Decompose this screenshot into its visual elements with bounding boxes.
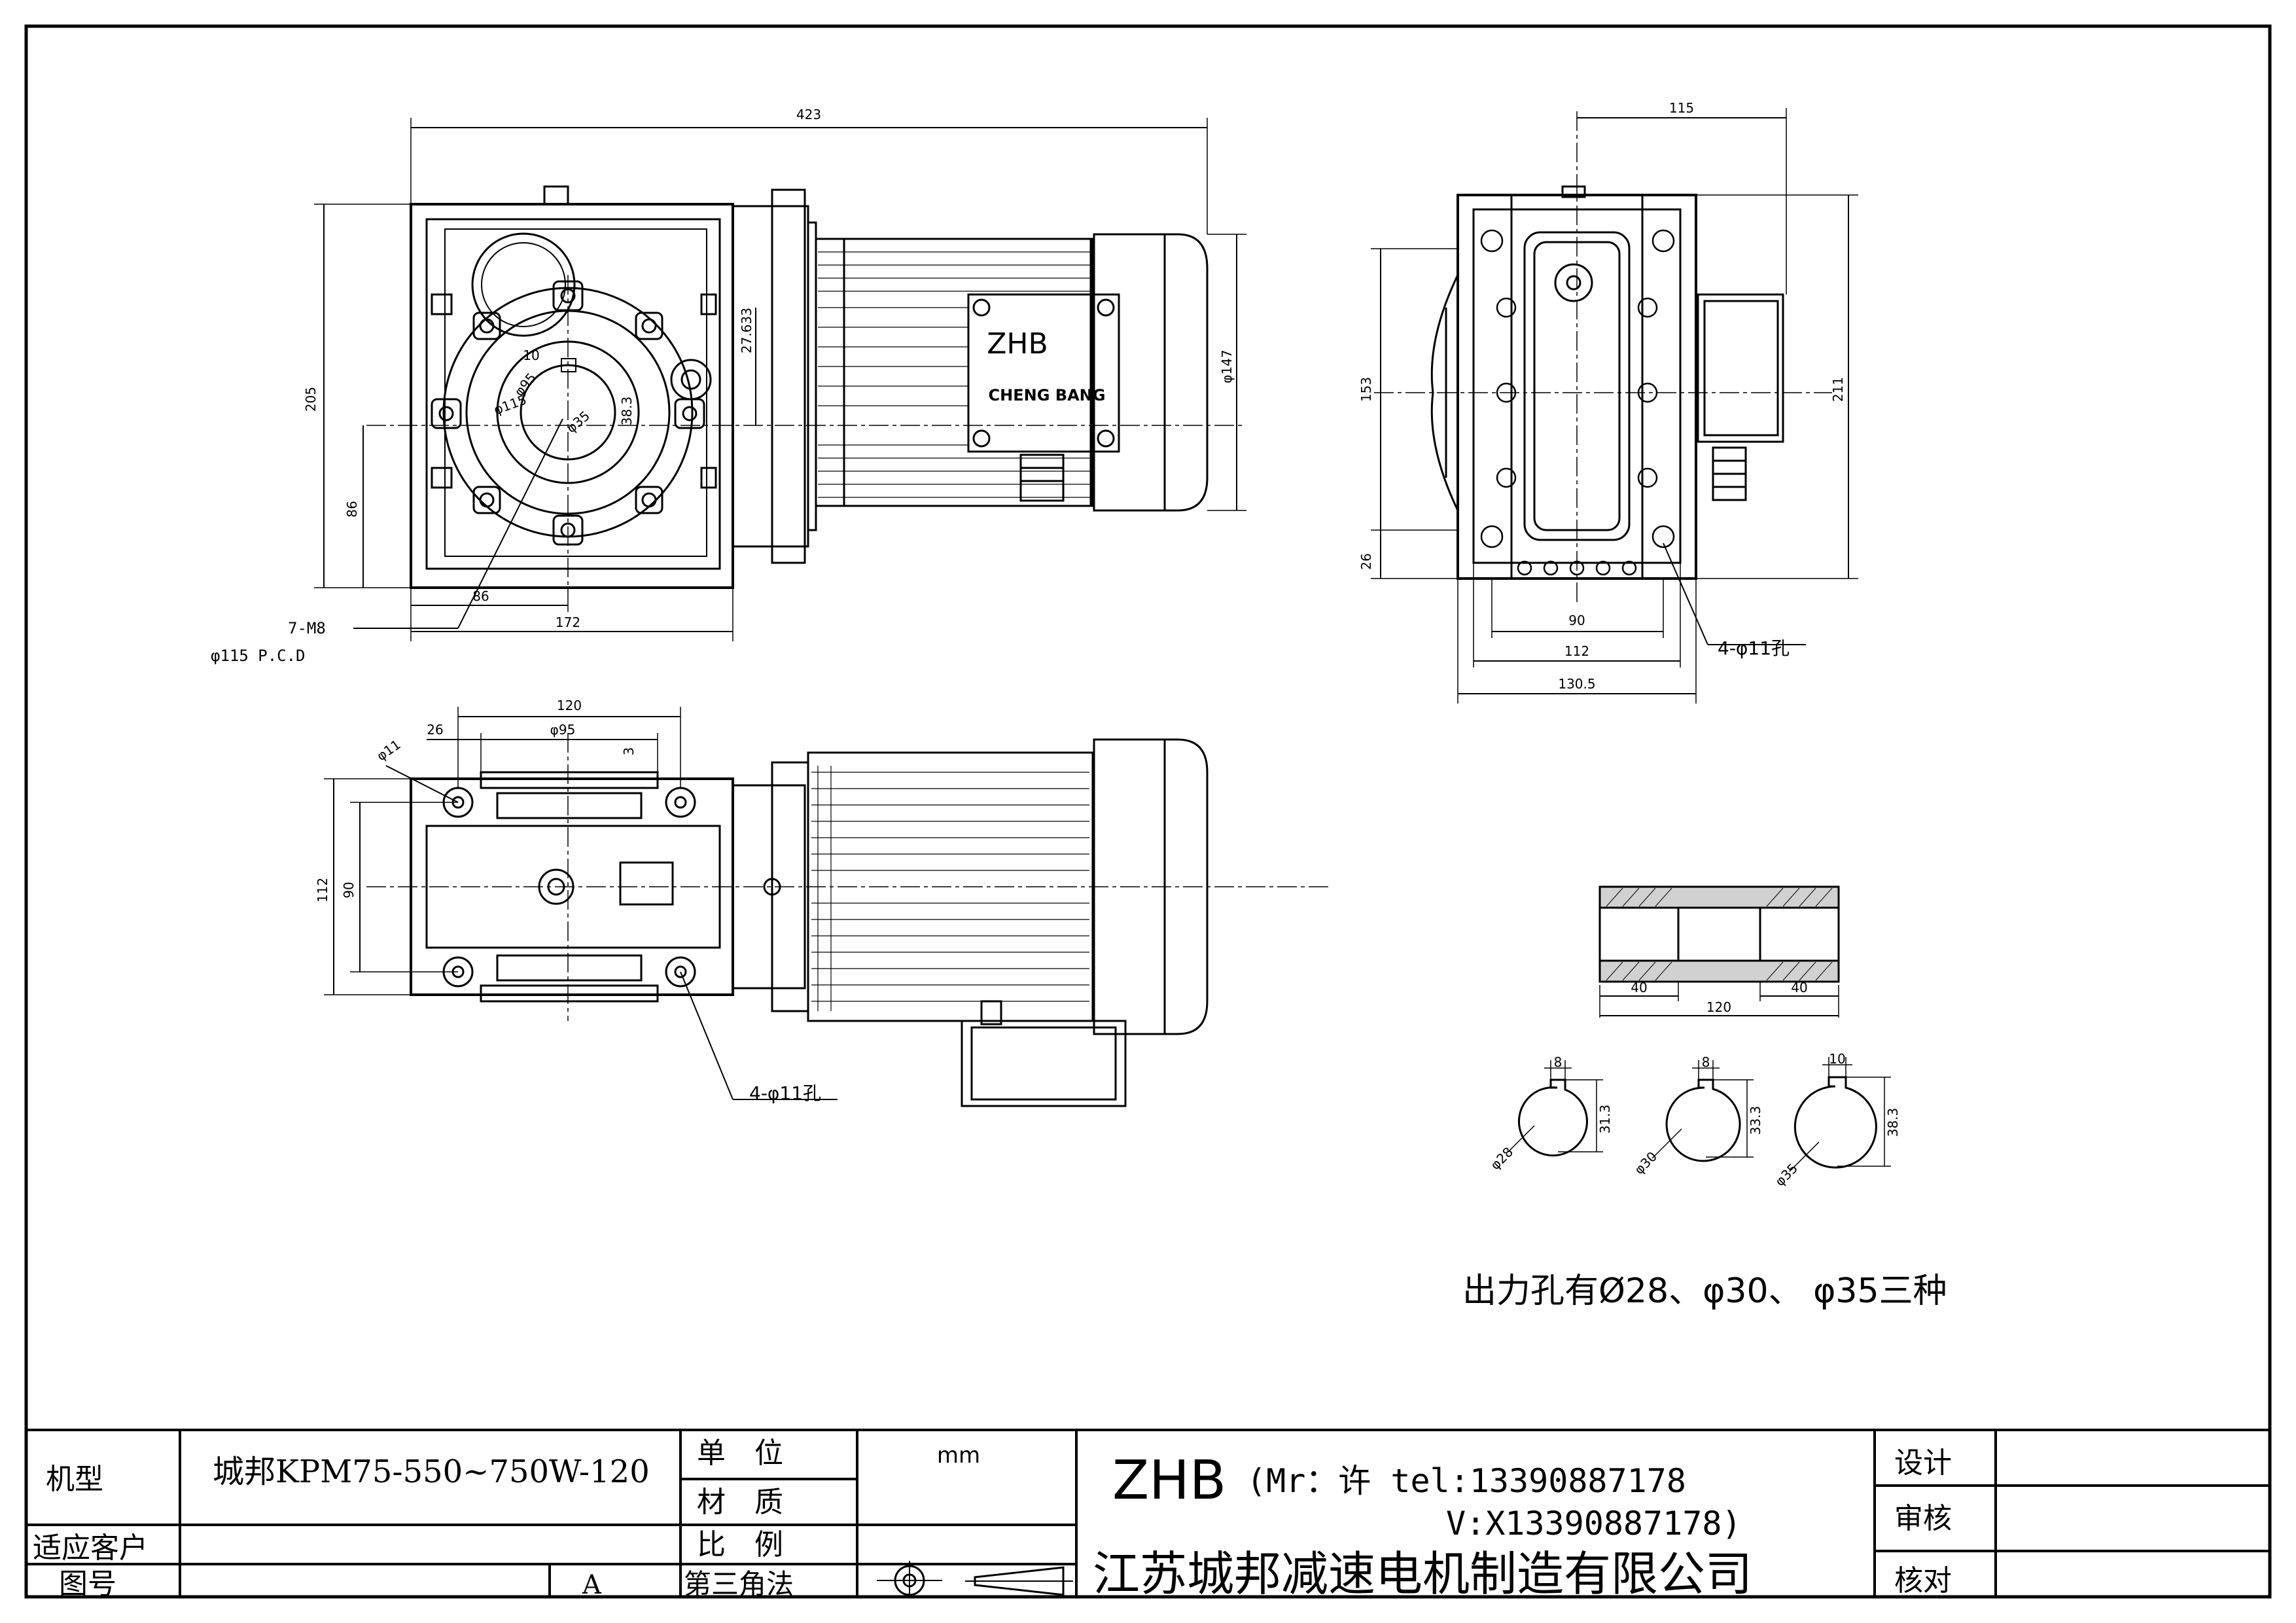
- label-customer: 适应客户: [33, 1531, 148, 1565]
- callout-side-holes: 4-φ11孔: [1718, 637, 1790, 659]
- motor-fins-bottom: [811, 766, 1089, 1011]
- label-check: 核对: [1894, 1564, 1952, 1597]
- label-unit: 单 位: [697, 1436, 783, 1470]
- dim-120-bottom: 120: [557, 698, 582, 713]
- bottom-view-labels: 120 26 φ11 φ95 3 112 90 4-φ11孔: [315, 698, 821, 1104]
- dim-shaft-left-40: 40: [1631, 980, 1647, 995]
- bore-2-key: 8: [1702, 1054, 1710, 1070]
- bore-labels: 8 31.3 φ28 8 33.3 φ30 10 38.3 φ35 出力孔有Ø2…: [1462, 1051, 1947, 1311]
- bore-details: [1508, 1057, 1891, 1172]
- dim-hole-11: φ11: [374, 736, 403, 764]
- bore-1-key: 8: [1554, 1054, 1563, 1070]
- motor-brand: CHENG BANG: [989, 386, 1106, 404]
- dim-172: 172: [556, 615, 580, 630]
- dim-27-633: 27.633: [739, 308, 754, 353]
- dim-26-bottom: 26: [427, 722, 443, 738]
- dim-26-side: 26: [1358, 553, 1374, 569]
- model-value: 城邦KPM75-550~750W-120: [213, 1454, 650, 1490]
- bore-2-dia: φ30: [1631, 1149, 1660, 1177]
- dim-86-horizontal: 86: [472, 588, 489, 604]
- label-drawing-no: 图号: [59, 1567, 116, 1601]
- title-block-text: 机型 城邦KPM75-550~750W-120 适应客户 图号 A 单 位 mm…: [33, 1436, 1952, 1601]
- dim-211: 211: [1830, 377, 1846, 402]
- dim-115: 115: [1669, 100, 1694, 116]
- dim-205: 205: [303, 387, 319, 412]
- contact-line-2: V:X13390887178): [1446, 1505, 1742, 1543]
- dim-key-38-3: 38.3: [619, 397, 635, 426]
- label-material: 材 质: [697, 1486, 783, 1519]
- label-projection: 第三角法: [684, 1568, 794, 1600]
- dim-3: 3: [621, 747, 637, 756]
- label-review: 审核: [1894, 1502, 1952, 1535]
- callout-7-m8: 7-M8: [288, 619, 326, 637]
- shaft-labels: 40 40 120: [1631, 980, 1807, 1015]
- side-view-labels: 115 153 26 211 90 112 130.5 4-φ11孔: [1358, 100, 1846, 692]
- dim-112-bottom: 112: [315, 878, 330, 902]
- dim-90-bottom: 90: [341, 882, 357, 898]
- label-scale: 比 例: [697, 1528, 783, 1561]
- front-view-labels: ZHB CHENG BANG 423 205 86 86 172 27.633 …: [211, 107, 1235, 665]
- title-block: [25, 1429, 2271, 1598]
- dim-86-vertical: 86: [344, 501, 360, 517]
- front-view: [314, 118, 1246, 641]
- dim-shaft-right-40: 40: [1791, 980, 1807, 995]
- bore-3-key: 10: [1829, 1051, 1845, 1067]
- dim-95-bottom: φ95: [550, 722, 576, 738]
- dim-key-10: 10: [523, 348, 539, 363]
- dim-112-side: 112: [1564, 643, 1589, 659]
- outer-border: [24, 24, 2272, 1599]
- motor-fins-front: [818, 251, 1093, 498]
- callout-bottom-holes: 4-φ11孔: [749, 1082, 821, 1104]
- dim-153: 153: [1358, 377, 1374, 402]
- contact-line-1: (Mr：许 tel:13390887178: [1246, 1462, 1686, 1500]
- dim-motor-dia: φ147: [1219, 349, 1235, 383]
- bottom-view: [324, 707, 1328, 1107]
- bore-note: 出力孔有Ø28、φ30、 φ35三种: [1462, 1272, 1947, 1311]
- shaft-hatching: [1606, 887, 1833, 981]
- company-logo: ZHB: [1112, 1450, 1226, 1512]
- company-name: 江苏城邦减速电机制造有限公司: [1093, 1546, 1752, 1601]
- bore-2-depth: 33.3: [1748, 1106, 1763, 1135]
- label-model: 机型: [46, 1463, 103, 1496]
- dim-423: 423: [796, 107, 821, 122]
- dim-130-5: 130.5: [1558, 676, 1595, 692]
- label-design: 设计: [1894, 1446, 1952, 1480]
- motor-logo: ZHB: [987, 327, 1048, 361]
- side-view: [1371, 108, 1858, 704]
- dim-90-side: 90: [1568, 613, 1585, 628]
- bore-3-depth: 38.3: [1885, 1108, 1901, 1137]
- unit-value: mm: [937, 1442, 980, 1469]
- revision-value: A: [582, 1570, 602, 1600]
- callout-pcd: φ115 P.C.D: [211, 647, 306, 665]
- shaft-section: [1598, 885, 1840, 1018]
- dim-shaft-120: 120: [1706, 999, 1731, 1015]
- bore-1-depth: 31.3: [1597, 1105, 1613, 1134]
